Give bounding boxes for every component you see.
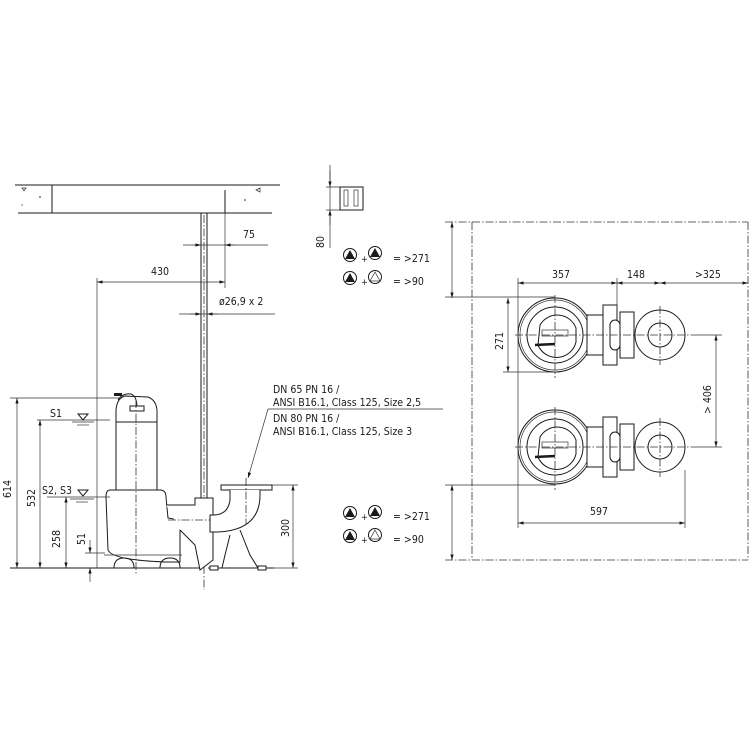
pump-full-icon bbox=[368, 505, 382, 519]
pump-side bbox=[104, 393, 240, 575]
dim-597-label: 597 bbox=[590, 506, 608, 518]
level-s1-label: S1 bbox=[50, 408, 62, 420]
dim-51-label: 51 bbox=[76, 533, 88, 545]
clearance-pump-empty-label: = >90 bbox=[393, 534, 424, 546]
dim-357-label: 357 bbox=[552, 269, 570, 281]
pump-plan-top bbox=[515, 295, 698, 378]
dim-532-label: 532 bbox=[26, 489, 38, 507]
dim-325-label: >325 bbox=[695, 269, 721, 281]
pump-full-icon bbox=[343, 506, 357, 520]
clearance-both-pumps-label: = >271 bbox=[393, 253, 430, 265]
pump-empty-icon bbox=[368, 270, 382, 284]
dimension-271: 271 bbox=[494, 298, 560, 373]
svg-text:+: + bbox=[361, 255, 368, 265]
dimension-532: 532 bbox=[26, 420, 42, 568]
water-level-s1: S1 bbox=[37, 408, 110, 426]
pump-plan-bottom bbox=[515, 407, 698, 490]
pit-outline bbox=[445, 221, 749, 561]
pump-empty-icon bbox=[368, 528, 382, 542]
level-s2-s3-label: S2, S3 bbox=[42, 485, 72, 497]
pump-full-icon bbox=[343, 248, 357, 262]
pump-full-icon bbox=[343, 271, 357, 285]
pump-full-icon bbox=[368, 246, 382, 260]
flange-dn80-label: DN 80 PN 16 / bbox=[273, 413, 340, 425]
dim-80-label: 80 bbox=[315, 236, 327, 248]
dim-271-label: 271 bbox=[494, 332, 506, 350]
dimension-75: 75 bbox=[183, 229, 268, 247]
pump-full-icon bbox=[343, 529, 357, 543]
svg-text:+: + bbox=[361, 536, 368, 546]
pipe-diameter-label: ø26,9 x 2 bbox=[219, 296, 263, 308]
discharge-elbow bbox=[208, 478, 275, 571]
dim-258-label: 258 bbox=[51, 530, 63, 548]
dimension-pipe-diameter: ø26,9 x 2 bbox=[179, 296, 275, 316]
dimension-614: 614 bbox=[2, 397, 120, 568]
dim-300-label: 300 bbox=[280, 519, 292, 537]
dimension-51: 51 bbox=[76, 533, 105, 582]
flange-ansi-size25-label: ANSI B16.1, Class 125, Size 2,5 bbox=[273, 397, 421, 409]
flange-dn65-label: DN 65 PN 16 / bbox=[273, 384, 340, 396]
clearance-both-pumps-label: = >271 bbox=[393, 511, 430, 523]
flange-ansi-size3-label: ANSI B16.1, Class 125, Size 3 bbox=[273, 426, 412, 438]
water-level-s2-s3: S2, S3 bbox=[42, 485, 110, 503]
ceiling-slab bbox=[15, 184, 280, 214]
clearance-pump-empty-label: = >90 bbox=[393, 276, 424, 288]
dimension-406: > 406 bbox=[698, 334, 722, 448]
clearance-legend-top: + = >271 + = >90 bbox=[343, 246, 430, 288]
dim-75-label: 75 bbox=[243, 229, 255, 241]
clearance-legend-bottom: + = >271 + = >90 bbox=[343, 505, 430, 546]
dim-430-label: 430 bbox=[151, 266, 169, 278]
dimension-258: 258 bbox=[51, 497, 68, 568]
dim-406-label: > 406 bbox=[702, 385, 714, 414]
dimension-357-148-325: 357 148 >325 bbox=[517, 269, 748, 528]
flange-callout: DN 65 PN 16 / ANSI B16.1, Class 125, Siz… bbox=[247, 384, 443, 479]
bracket-detail: 80 bbox=[315, 165, 364, 248]
svg-text:+: + bbox=[361, 278, 368, 288]
dim-148-label: 148 bbox=[627, 269, 645, 281]
svg-text:+: + bbox=[361, 513, 368, 523]
dim-614-label: 614 bbox=[2, 480, 14, 498]
dimension-597: 597 bbox=[518, 470, 686, 528]
dimension-430: 430 bbox=[96, 213, 226, 568]
dimension-300: 300 bbox=[272, 484, 298, 569]
